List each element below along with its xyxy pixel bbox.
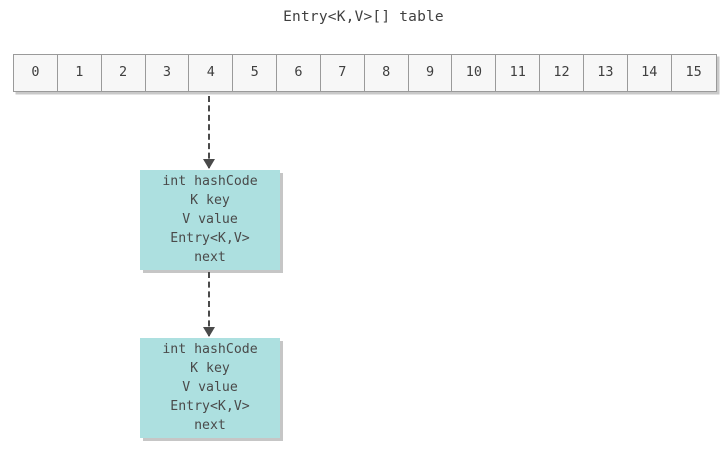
entry-node-2[interactable]: int hashCode K key V value Entry<K,V> ne… — [140, 338, 280, 438]
array-cell-11[interactable]: 11 — [496, 55, 541, 91]
entry-node-1[interactable]: int hashCode K key V value Entry<K,V> ne… — [140, 170, 280, 270]
array-cell-6[interactable]: 6 — [277, 55, 321, 91]
array-cell-10[interactable]: 10 — [452, 55, 497, 91]
array-cell-0[interactable]: 0 — [14, 55, 58, 91]
page-title: Entry<K,V>[] table — [283, 9, 444, 25]
entry-field-next-name: next — [194, 250, 226, 265]
entry-array-table: 0 1 2 3 4 5 6 7 8 9 10 11 12 13 14 15 — [13, 54, 717, 92]
array-cell-3[interactable]: 3 — [145, 55, 190, 91]
array-cell-1[interactable]: 1 — [57, 55, 102, 91]
entry-field-hashcode: int hashCode — [162, 342, 258, 357]
entry-field-next-name: next — [194, 418, 226, 433]
array-cell-4[interactable]: 4 — [189, 55, 234, 91]
array-cell-13[interactable]: 13 — [583, 55, 628, 91]
array-cell-8[interactable]: 8 — [364, 55, 409, 91]
arrow-line — [208, 272, 210, 336]
array-cell-5[interactable]: 5 — [233, 55, 278, 91]
arrow-head-icon — [203, 159, 215, 169]
entry-field-next-type: Entry<K,V> — [170, 399, 250, 414]
array-cell-14[interactable]: 14 — [627, 55, 672, 91]
array-cell-9[interactable]: 9 — [408, 55, 453, 91]
entry-field-key: K key — [190, 361, 230, 376]
entry-field-key: K key — [190, 193, 230, 208]
arrow-head-icon — [203, 327, 215, 337]
arrow-line — [208, 96, 210, 168]
entry-field-hashcode: int hashCode — [162, 174, 258, 189]
entry-field-next-type: Entry<K,V> — [170, 231, 250, 246]
array-cell-2[interactable]: 2 — [101, 55, 146, 91]
array-cell-7[interactable]: 7 — [320, 55, 365, 91]
array-cell-12[interactable]: 12 — [540, 55, 584, 91]
array-cell-15[interactable]: 15 — [671, 55, 716, 91]
entry-field-value: V value — [182, 212, 238, 227]
entry-field-value: V value — [182, 380, 238, 395]
